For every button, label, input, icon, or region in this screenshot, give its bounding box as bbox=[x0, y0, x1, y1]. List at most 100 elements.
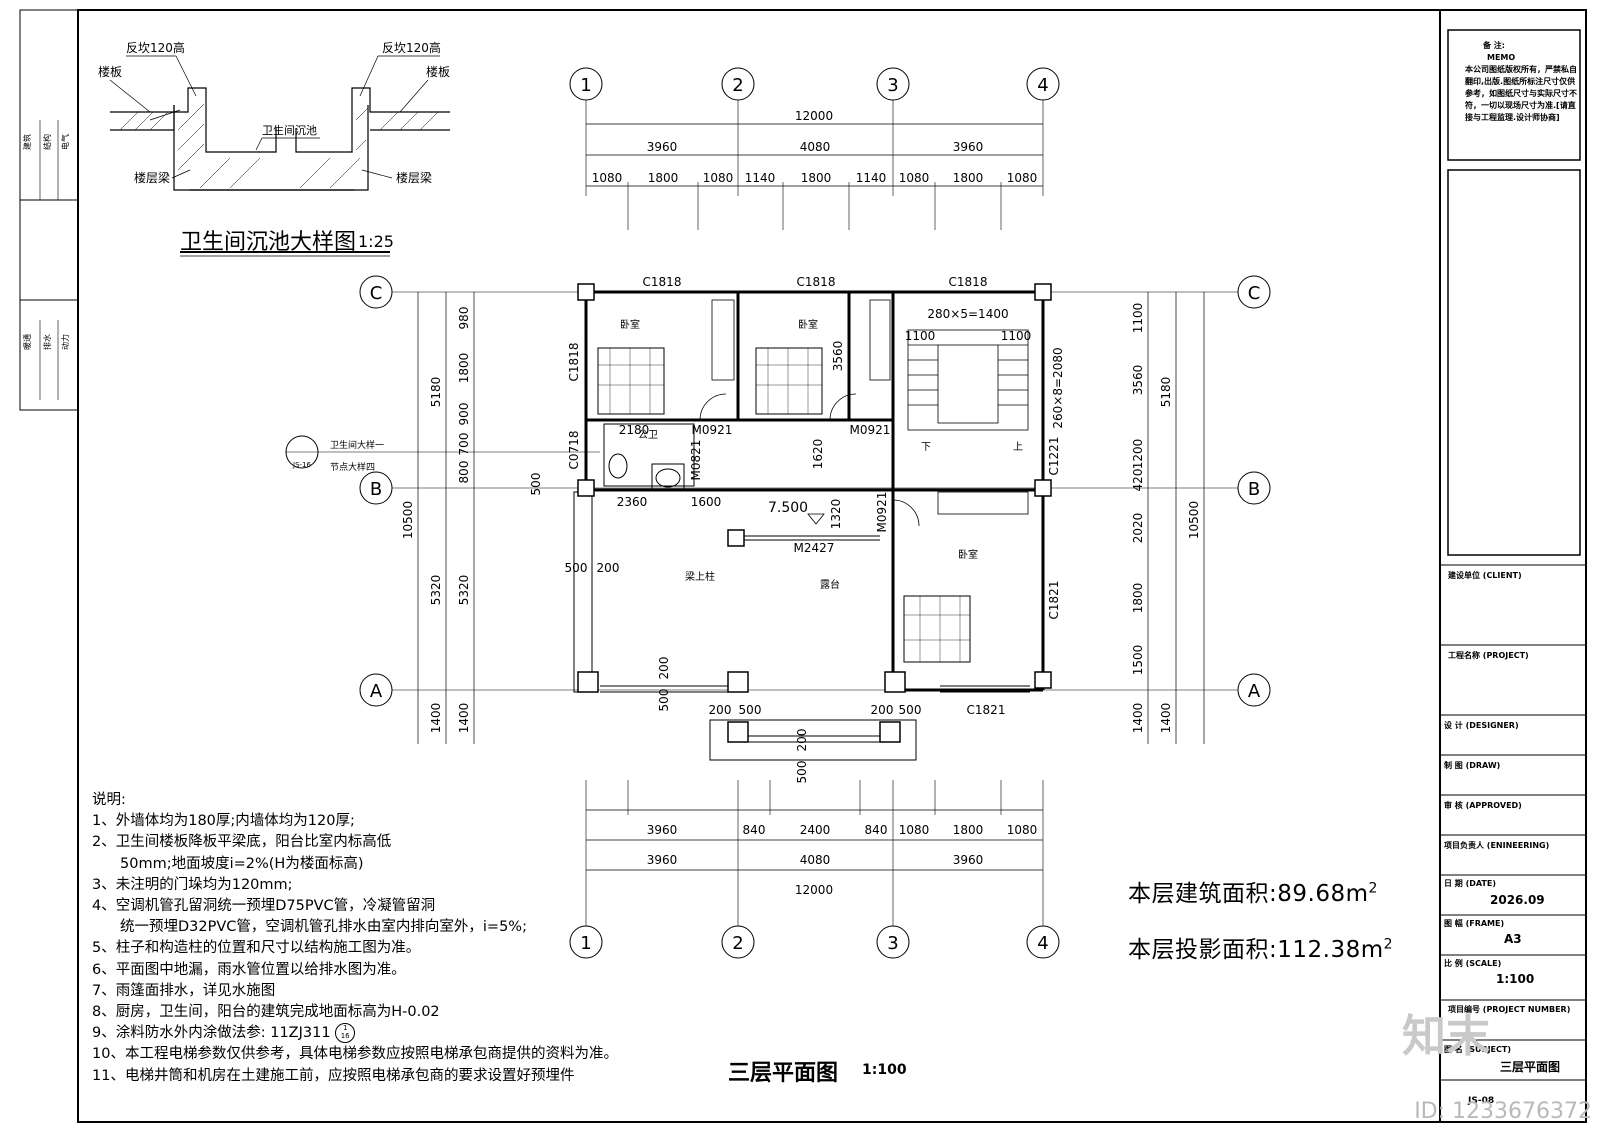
dim-text: 500 bbox=[795, 761, 809, 784]
dim-text: 1400 bbox=[1131, 703, 1145, 734]
building-area: 本层建筑面积:89.68m2 bbox=[1128, 874, 1378, 908]
room-label: 下 bbox=[921, 442, 931, 453]
note-line: 50mm;地面坡度i=2%(H为楼面标高) bbox=[120, 855, 364, 872]
building-area-label: 本层建筑面积: bbox=[1128, 881, 1278, 907]
note-line-with-ref: 9、涂料防水外内涂做法参: 11ZJ311 1 16 bbox=[92, 1023, 732, 1044]
dim-text: 3960 bbox=[953, 853, 984, 867]
pit-detail bbox=[110, 87, 450, 191]
dim-text: 1600 bbox=[691, 495, 722, 509]
door-tag: M0921 bbox=[850, 423, 891, 437]
door-swings bbox=[699, 393, 920, 527]
detail-label: 楼板 bbox=[426, 64, 450, 79]
designer-label: 设 计 (DESIGNER) bbox=[1444, 721, 1519, 730]
dim-text: 200 bbox=[871, 703, 894, 717]
axis-label: 2 bbox=[732, 75, 743, 96]
window-tag: C0718 bbox=[567, 431, 581, 470]
engineering-label: 项目负责人 (ENINEERING) bbox=[1444, 841, 1550, 850]
dim-text: 2400 bbox=[800, 823, 831, 837]
dim-text: 2360 bbox=[617, 495, 648, 509]
dim-text: 1800 bbox=[457, 353, 471, 384]
scale-value: 1:100 bbox=[1496, 972, 1535, 986]
detail-scale: 1:25 bbox=[358, 232, 394, 251]
dim-text: 4080 bbox=[800, 140, 831, 154]
strip-label: 结构 bbox=[42, 134, 52, 150]
detail-title: 卫生间沉池大样图 bbox=[180, 230, 357, 255]
draw-label: 制 图 (DRAW) bbox=[1444, 761, 1501, 770]
left-strip bbox=[19, 9, 79, 411]
main-title: 三层平面图 bbox=[728, 1061, 839, 1086]
dim-text: 200 bbox=[597, 561, 620, 575]
dim-text: 3960 bbox=[647, 853, 678, 867]
walls bbox=[584, 290, 1045, 692]
room-label: 公卫 bbox=[638, 430, 658, 441]
dim-text: 2180 bbox=[619, 423, 650, 437]
dim-text: 420 bbox=[1131, 469, 1145, 492]
ref-symbol: 1 16 bbox=[335, 1023, 356, 1044]
dim-text: 980 bbox=[457, 307, 471, 330]
axis-label: 1 bbox=[580, 933, 591, 954]
ref-symbol-top: 1 bbox=[342, 1024, 348, 1033]
note-line: 8、厨房，卫生间，阳台的建筑完成地面标高为H-0.02 bbox=[92, 1004, 440, 1021]
dim-text: 3960 bbox=[953, 140, 984, 154]
dim-text: 800 bbox=[457, 461, 471, 484]
dim-text: 3560 bbox=[1131, 365, 1145, 396]
dim-text: 200 bbox=[709, 703, 732, 717]
dim-text: 1620 bbox=[811, 439, 825, 470]
dimension-lines bbox=[417, 123, 1205, 871]
dim-text: 5320 bbox=[457, 575, 471, 606]
dim-text: 1100 bbox=[1001, 329, 1032, 343]
room-label: 上 bbox=[1013, 441, 1023, 453]
dim-text: 1140 bbox=[856, 171, 887, 185]
memo-text: 本公司图纸版权所有，严禁私自翻印,出版.图纸所标注尺寸仅供参考，如图纸尺寸与实际… bbox=[1465, 65, 1577, 122]
subject-value: 三层平面图 bbox=[1500, 1060, 1561, 1074]
room-label: 卧室 bbox=[620, 318, 640, 331]
callout-text: 卫生间大样一 bbox=[330, 439, 384, 451]
strip-label: 电气 bbox=[60, 134, 70, 150]
axis-label: 2 bbox=[732, 933, 743, 954]
projection-area-value: 112.38m bbox=[1277, 937, 1384, 963]
note-line: 7、雨篷面排水，详见水施图 bbox=[92, 982, 276, 999]
window-tag: C1821 bbox=[967, 703, 1006, 717]
room-label: 卧室 bbox=[798, 318, 818, 331]
wardrobes bbox=[711, 299, 1029, 515]
detail-label: 楼板 bbox=[98, 64, 122, 79]
note-line: 2、卫生间楼板降板平梁底，阳台比室内标高低 bbox=[92, 834, 392, 851]
project-number-label: 项目编号 (PROJECT NUMBER) bbox=[1448, 1005, 1571, 1014]
dim-text: 1100 bbox=[1131, 303, 1145, 334]
dim-text: 12000 bbox=[795, 109, 833, 123]
beds bbox=[597, 347, 971, 663]
dim-text: 1320 bbox=[829, 499, 843, 530]
dim-text: 12000 bbox=[795, 883, 833, 897]
room-label: 露台 bbox=[820, 578, 840, 591]
window-tag: C1818 bbox=[567, 343, 581, 382]
title-block-frame bbox=[1439, 9, 1587, 1123]
room-label: 梁上柱 bbox=[685, 570, 715, 583]
dim-text: 840 bbox=[865, 823, 888, 837]
dim-text: 3960 bbox=[647, 823, 678, 837]
dim-text: 500 bbox=[529, 473, 543, 496]
dim-text: 500 bbox=[739, 703, 762, 717]
axis-label: 4 bbox=[1037, 75, 1048, 96]
dim-text: 1140 bbox=[745, 171, 776, 185]
axis-label: B bbox=[370, 479, 382, 500]
note-line: 5、柱子和构造柱的位置和尺寸以结构施工图为准。 bbox=[92, 940, 421, 957]
detail-label: 反坎120高 bbox=[382, 40, 441, 55]
dim-text: 500 bbox=[565, 561, 588, 575]
axis-label: C bbox=[370, 283, 383, 304]
dim-text: 5180 bbox=[1159, 377, 1173, 408]
dim-text: 1080 bbox=[899, 823, 930, 837]
room-label: 卧室 bbox=[958, 548, 978, 561]
dim-text: 1080 bbox=[1007, 823, 1038, 837]
note-line: 10、本工程电梯参数仅供参考，具体电梯参数应按照电梯承包商提供的资料为准。 bbox=[92, 1046, 618, 1063]
client-label: 建设单位 (CLIENT) bbox=[1448, 571, 1522, 580]
window-tag: C1221 bbox=[1047, 437, 1061, 476]
axis-label: 3 bbox=[887, 75, 898, 96]
axis-label: 1 bbox=[580, 75, 591, 96]
dim-text: 200 bbox=[795, 729, 809, 752]
area-unit-sup: 2 bbox=[1368, 880, 1378, 897]
dim-text: 200 bbox=[657, 657, 671, 680]
window-tag: C1818 bbox=[949, 275, 988, 289]
strip-label: 动力 bbox=[60, 334, 70, 350]
stair bbox=[907, 329, 1029, 431]
